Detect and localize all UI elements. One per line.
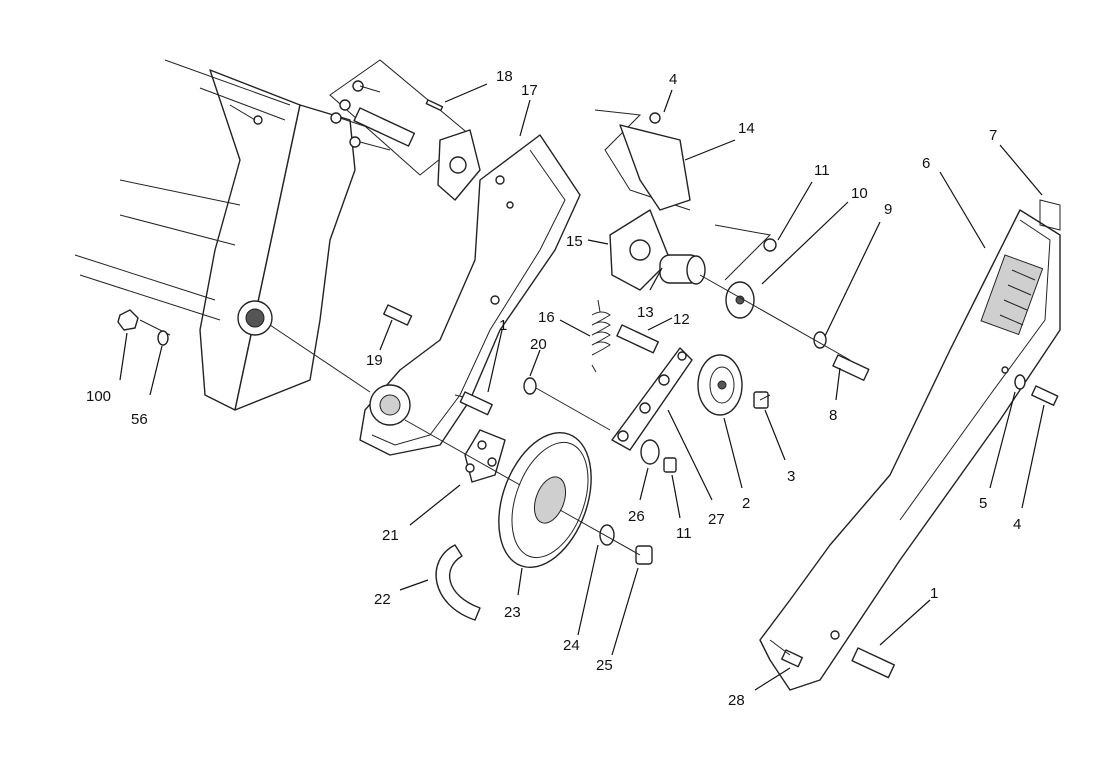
- callout-7: 7: [989, 127, 997, 144]
- callout-10: 10: [851, 185, 868, 202]
- callout-19: 19: [366, 352, 383, 369]
- callout-4-top: 4: [669, 71, 677, 88]
- callout-23: 23: [504, 604, 521, 621]
- callout-8: 8: [829, 407, 837, 424]
- callout-4-right: 4: [1013, 516, 1021, 533]
- washers: [523, 377, 677, 473]
- idler-arm: [611, 347, 693, 451]
- shaft-hardware: [699, 274, 870, 381]
- callout-16: 16: [538, 309, 555, 326]
- shaft-assembly: [329, 59, 481, 201]
- cover-vents: [999, 269, 1036, 326]
- idler-pulley: [697, 354, 769, 416]
- callout-1-top: 1: [499, 317, 507, 334]
- callout-6: 6: [922, 155, 930, 172]
- bearing-flange: [609, 209, 777, 291]
- bracket-14: [594, 109, 691, 211]
- callout-18: 18: [496, 68, 513, 85]
- callout-100: 100: [86, 388, 111, 405]
- callout-12: 12: [673, 311, 690, 328]
- callout-11-top: 11: [814, 162, 830, 179]
- callout-11-mid: 11: [676, 525, 692, 542]
- callout-13: 13: [637, 304, 654, 321]
- callout-2: 2: [742, 495, 750, 512]
- callout-56: 56: [131, 411, 148, 428]
- callout-24: 24: [563, 637, 580, 654]
- callout-3: 3: [787, 468, 795, 485]
- chain-case: [359, 134, 581, 456]
- leader-lines: [119, 83, 1045, 691]
- callout-labels: 18 17 4 14 7 6 11 10 9 15 13 16 12 1 20 …: [86, 68, 1021, 709]
- drive-pulley: [498, 431, 653, 569]
- drive-chain: [464, 429, 506, 483]
- cover-hardware: [769, 374, 1059, 679]
- housing-bolts: [383, 304, 493, 416]
- callout-22: 22: [374, 591, 391, 608]
- callout-26: 26: [628, 508, 645, 525]
- nut-and-washer: [117, 309, 169, 346]
- belt-guide: [435, 544, 481, 621]
- callout-5: 5: [979, 495, 987, 512]
- callout-25: 25: [596, 657, 613, 674]
- callout-27: 27: [708, 511, 725, 528]
- spring-16: [591, 299, 611, 373]
- assembly-axes: [139, 319, 771, 556]
- frame-housing: [74, 59, 356, 411]
- callout-1-right: 1: [930, 585, 938, 602]
- callout-28: 28: [728, 692, 745, 709]
- bolt-12: [616, 324, 659, 354]
- callout-17: 17: [521, 82, 538, 99]
- callout-21: 21: [382, 527, 399, 544]
- belt-cover: [759, 199, 1061, 691]
- callout-9: 9: [884, 201, 892, 218]
- callout-15: 15: [566, 233, 583, 250]
- callout-14: 14: [738, 120, 755, 137]
- callout-20: 20: [530, 336, 547, 353]
